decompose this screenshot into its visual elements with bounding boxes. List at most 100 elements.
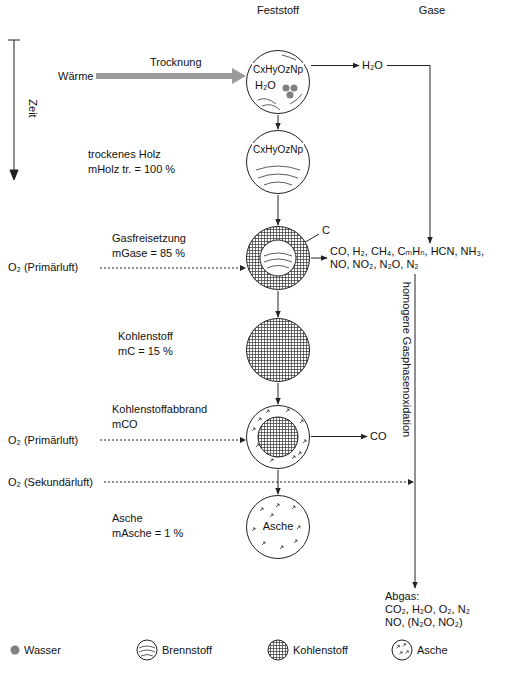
- grain-line: [267, 266, 289, 269]
- grain-line: [139, 650, 155, 652]
- gas-product: H₂O: [362, 59, 383, 72]
- flow-arrow: [278, 383, 279, 404]
- unburnt-core: [260, 240, 296, 276]
- grain-line: [264, 182, 292, 185]
- ash-mark: [270, 459, 273, 462]
- char-core: [258, 417, 298, 457]
- process-label: Trocknung: [150, 56, 202, 69]
- ash-mark: [397, 646, 400, 649]
- flow-arrow: [278, 291, 279, 317]
- ash-mark: [262, 542, 265, 545]
- time-axis-line: [14, 40, 15, 172]
- process-label: homogene Gasphasenoxidation: [400, 282, 413, 437]
- legend-swatch: [267, 639, 289, 661]
- flow-arrow: [278, 195, 279, 225]
- column-heading: Gase: [419, 4, 445, 17]
- gas-text: CO, H₂, CH₄, CₘHₙ, HCN, NH₃, NO, NO₂, N₂…: [330, 245, 502, 271]
- legend-shape: [392, 640, 412, 660]
- flow-arrow: [387, 66, 430, 244]
- char-burnout-particle: KohlenstoffabbrandmCO: [246, 405, 310, 469]
- grain-line: [282, 55, 296, 60]
- stage-heading: trockenes Holz: [88, 148, 161, 161]
- ash-mark: [258, 418, 261, 421]
- mass-share: mHolz tr. = 100 %: [88, 163, 175, 176]
- grain-line: [256, 166, 300, 170]
- grain-line: [139, 646, 155, 648]
- air-label: O₂ (Primärluft): [8, 434, 78, 447]
- mass-share: mAsche = 1 %: [112, 527, 183, 540]
- flow-arrow: [278, 470, 279, 494]
- particle-outline: [247, 319, 310, 382]
- water-label: H₂O: [254, 79, 277, 92]
- ash-mark: [252, 428, 255, 431]
- stage-heading: Gasfreisetzung: [112, 232, 186, 245]
- axis-label: Zeit: [26, 99, 39, 117]
- particle-drawing: [246, 226, 310, 290]
- legend-swatch: [4, 639, 26, 661]
- legend-text: Wasser: [24, 644, 61, 657]
- air-head: [240, 437, 246, 443]
- ash-mark: [294, 540, 297, 543]
- legend-color: [11, 646, 20, 655]
- secondary-air-arrow: [104, 479, 414, 485]
- legend-text: Brennstoff: [162, 644, 212, 657]
- stage-heading: Kohlenstoffabbrand: [112, 403, 207, 416]
- gas-text: CO: [370, 430, 387, 443]
- flow-arrow: [278, 115, 279, 129]
- grain-line: [258, 99, 276, 104]
- mass-share: mCO: [112, 418, 138, 431]
- flue-gas-list: Abgas:CO₂, H₂O, O₂, N₂ NO, (N₂O, NO₂): [385, 590, 479, 629]
- ash-mark: [286, 409, 289, 412]
- legend-text: Asche: [417, 644, 448, 657]
- flow-arrow: [311, 436, 367, 437]
- ash-mark: [256, 444, 259, 447]
- water-droplet: [283, 85, 290, 92]
- ash-label: Asche: [263, 520, 294, 533]
- air-line: [104, 482, 408, 483]
- gas-text: H₂O: [362, 59, 383, 72]
- air-label: O₂ (Primärluft): [8, 261, 78, 274]
- mass-share: mC = 15 %: [118, 345, 173, 358]
- ash-mark: [399, 652, 402, 655]
- grain-line: [141, 655, 153, 657]
- particle-drawing: [246, 405, 310, 469]
- stage-heading: Kohlenstoff: [118, 330, 173, 343]
- stage-heading: Asche: [112, 512, 143, 525]
- air-label: O₂ (Sekundärluft): [8, 476, 93, 489]
- ash-mark: [406, 651, 409, 654]
- dry-wood-particle: trockenes HolzmHolz tr. = 100 %CxHyOzNp: [246, 130, 310, 194]
- ash-mark: [303, 440, 306, 443]
- gas-product: CO: [370, 430, 387, 443]
- ash-mark: [403, 644, 406, 647]
- ash-mark: [276, 504, 279, 507]
- grain-line: [262, 105, 280, 110]
- ash-mark: [280, 546, 283, 549]
- grain-line: [264, 259, 292, 262]
- flow-arrow: [311, 258, 327, 259]
- fuel-formula: CxHyOzNp: [252, 143, 304, 156]
- ash-mark: [297, 526, 300, 529]
- ash-mark: [298, 452, 301, 455]
- particle-outline: [247, 51, 310, 114]
- wet-wood-particle: CxHyOzNpH₂O: [246, 50, 310, 114]
- water-droplet: [287, 92, 294, 99]
- particle-drawing: [246, 130, 310, 194]
- heat-label: Wärme: [58, 70, 93, 83]
- legend-text: Kohlenstoff: [293, 644, 348, 657]
- time-axis-head: [10, 170, 18, 180]
- ash-particle: AschemAsche = 1 %Asche: [246, 495, 310, 559]
- fuel-formula: CxHyOzNp: [252, 63, 304, 76]
- air-line: [100, 268, 240, 269]
- char-particle: KohlenstoffmC = 15 %: [246, 318, 310, 382]
- gas-text: CO₂, H₂O, O₂, N₂ NO, (N₂O, NO₂): [385, 603, 479, 629]
- air-head: [240, 265, 246, 271]
- grain-line: [258, 174, 298, 178]
- column-heading: Feststoff: [257, 4, 299, 17]
- ash-mark: [292, 456, 295, 459]
- particle-outline: [247, 131, 310, 194]
- callout-label: C: [322, 224, 330, 237]
- ash-mark: [266, 410, 269, 413]
- legend-swatch: [391, 639, 413, 661]
